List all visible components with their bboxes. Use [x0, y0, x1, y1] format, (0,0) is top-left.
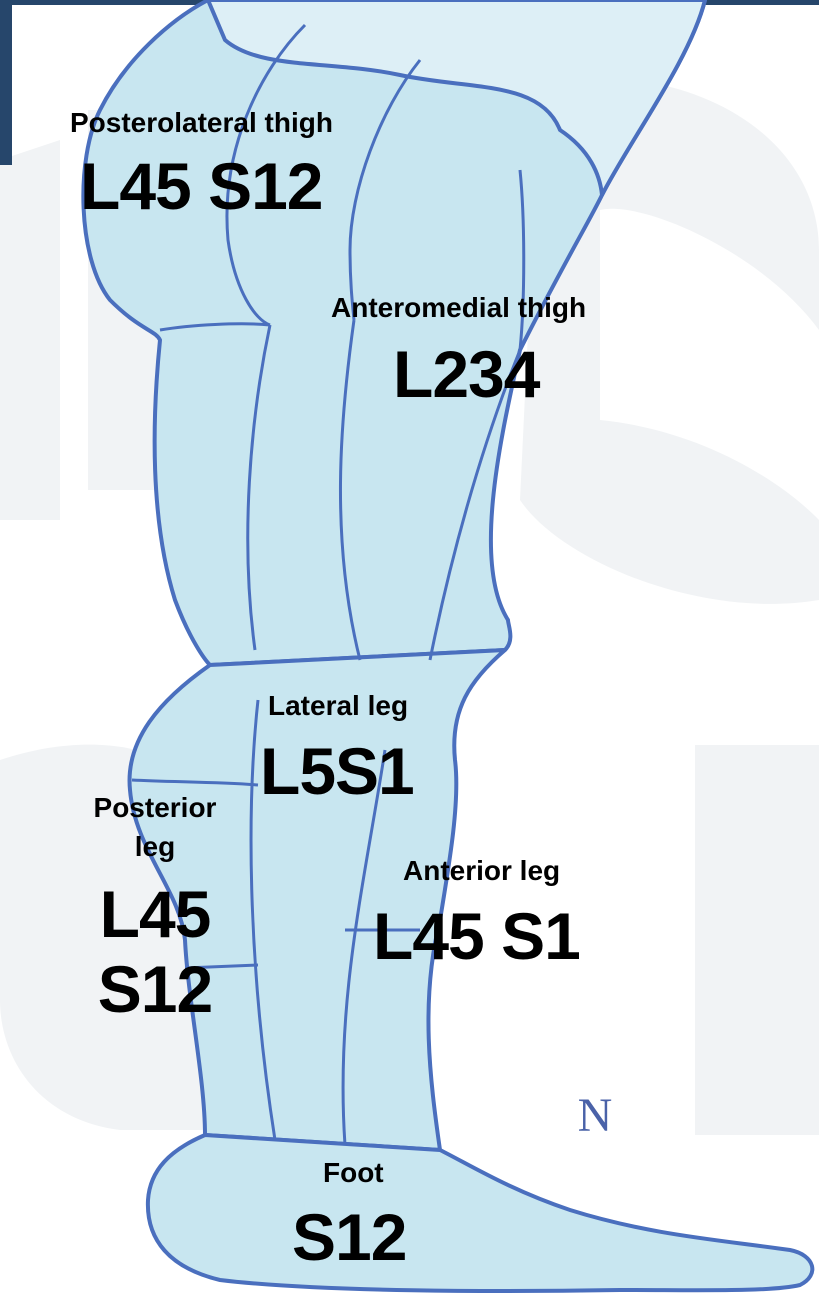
- publisher-logo: N: [556, 1088, 626, 1143]
- dermatome-code-anteromedial-thigh: L234: [393, 341, 539, 407]
- region-label-foot: Foot: [323, 1157, 384, 1189]
- region-label-anterior-leg: Anterior leg: [403, 855, 560, 887]
- region-label-anteromedial-thigh: Anteromedial thigh: [331, 292, 586, 324]
- dermatome-code-lateral-leg: L5S1: [260, 738, 414, 804]
- publisher-logo-text: N: [578, 1089, 605, 1142]
- dermatome-code-posterior-leg: L45 S12: [85, 877, 225, 1026]
- region-label-lateral-leg: Lateral leg: [268, 690, 408, 722]
- region-label-posterior-leg: Posterior leg: [85, 788, 225, 866]
- dermatome-code-foot: S12: [292, 1204, 406, 1270]
- dermatome-code-posterolateral-thigh: L45 S12: [80, 153, 323, 219]
- region-label-posterolateral-thigh: Posterolateral thigh: [70, 107, 333, 139]
- dermatome-code-anterior-leg: L45 S1: [373, 903, 580, 969]
